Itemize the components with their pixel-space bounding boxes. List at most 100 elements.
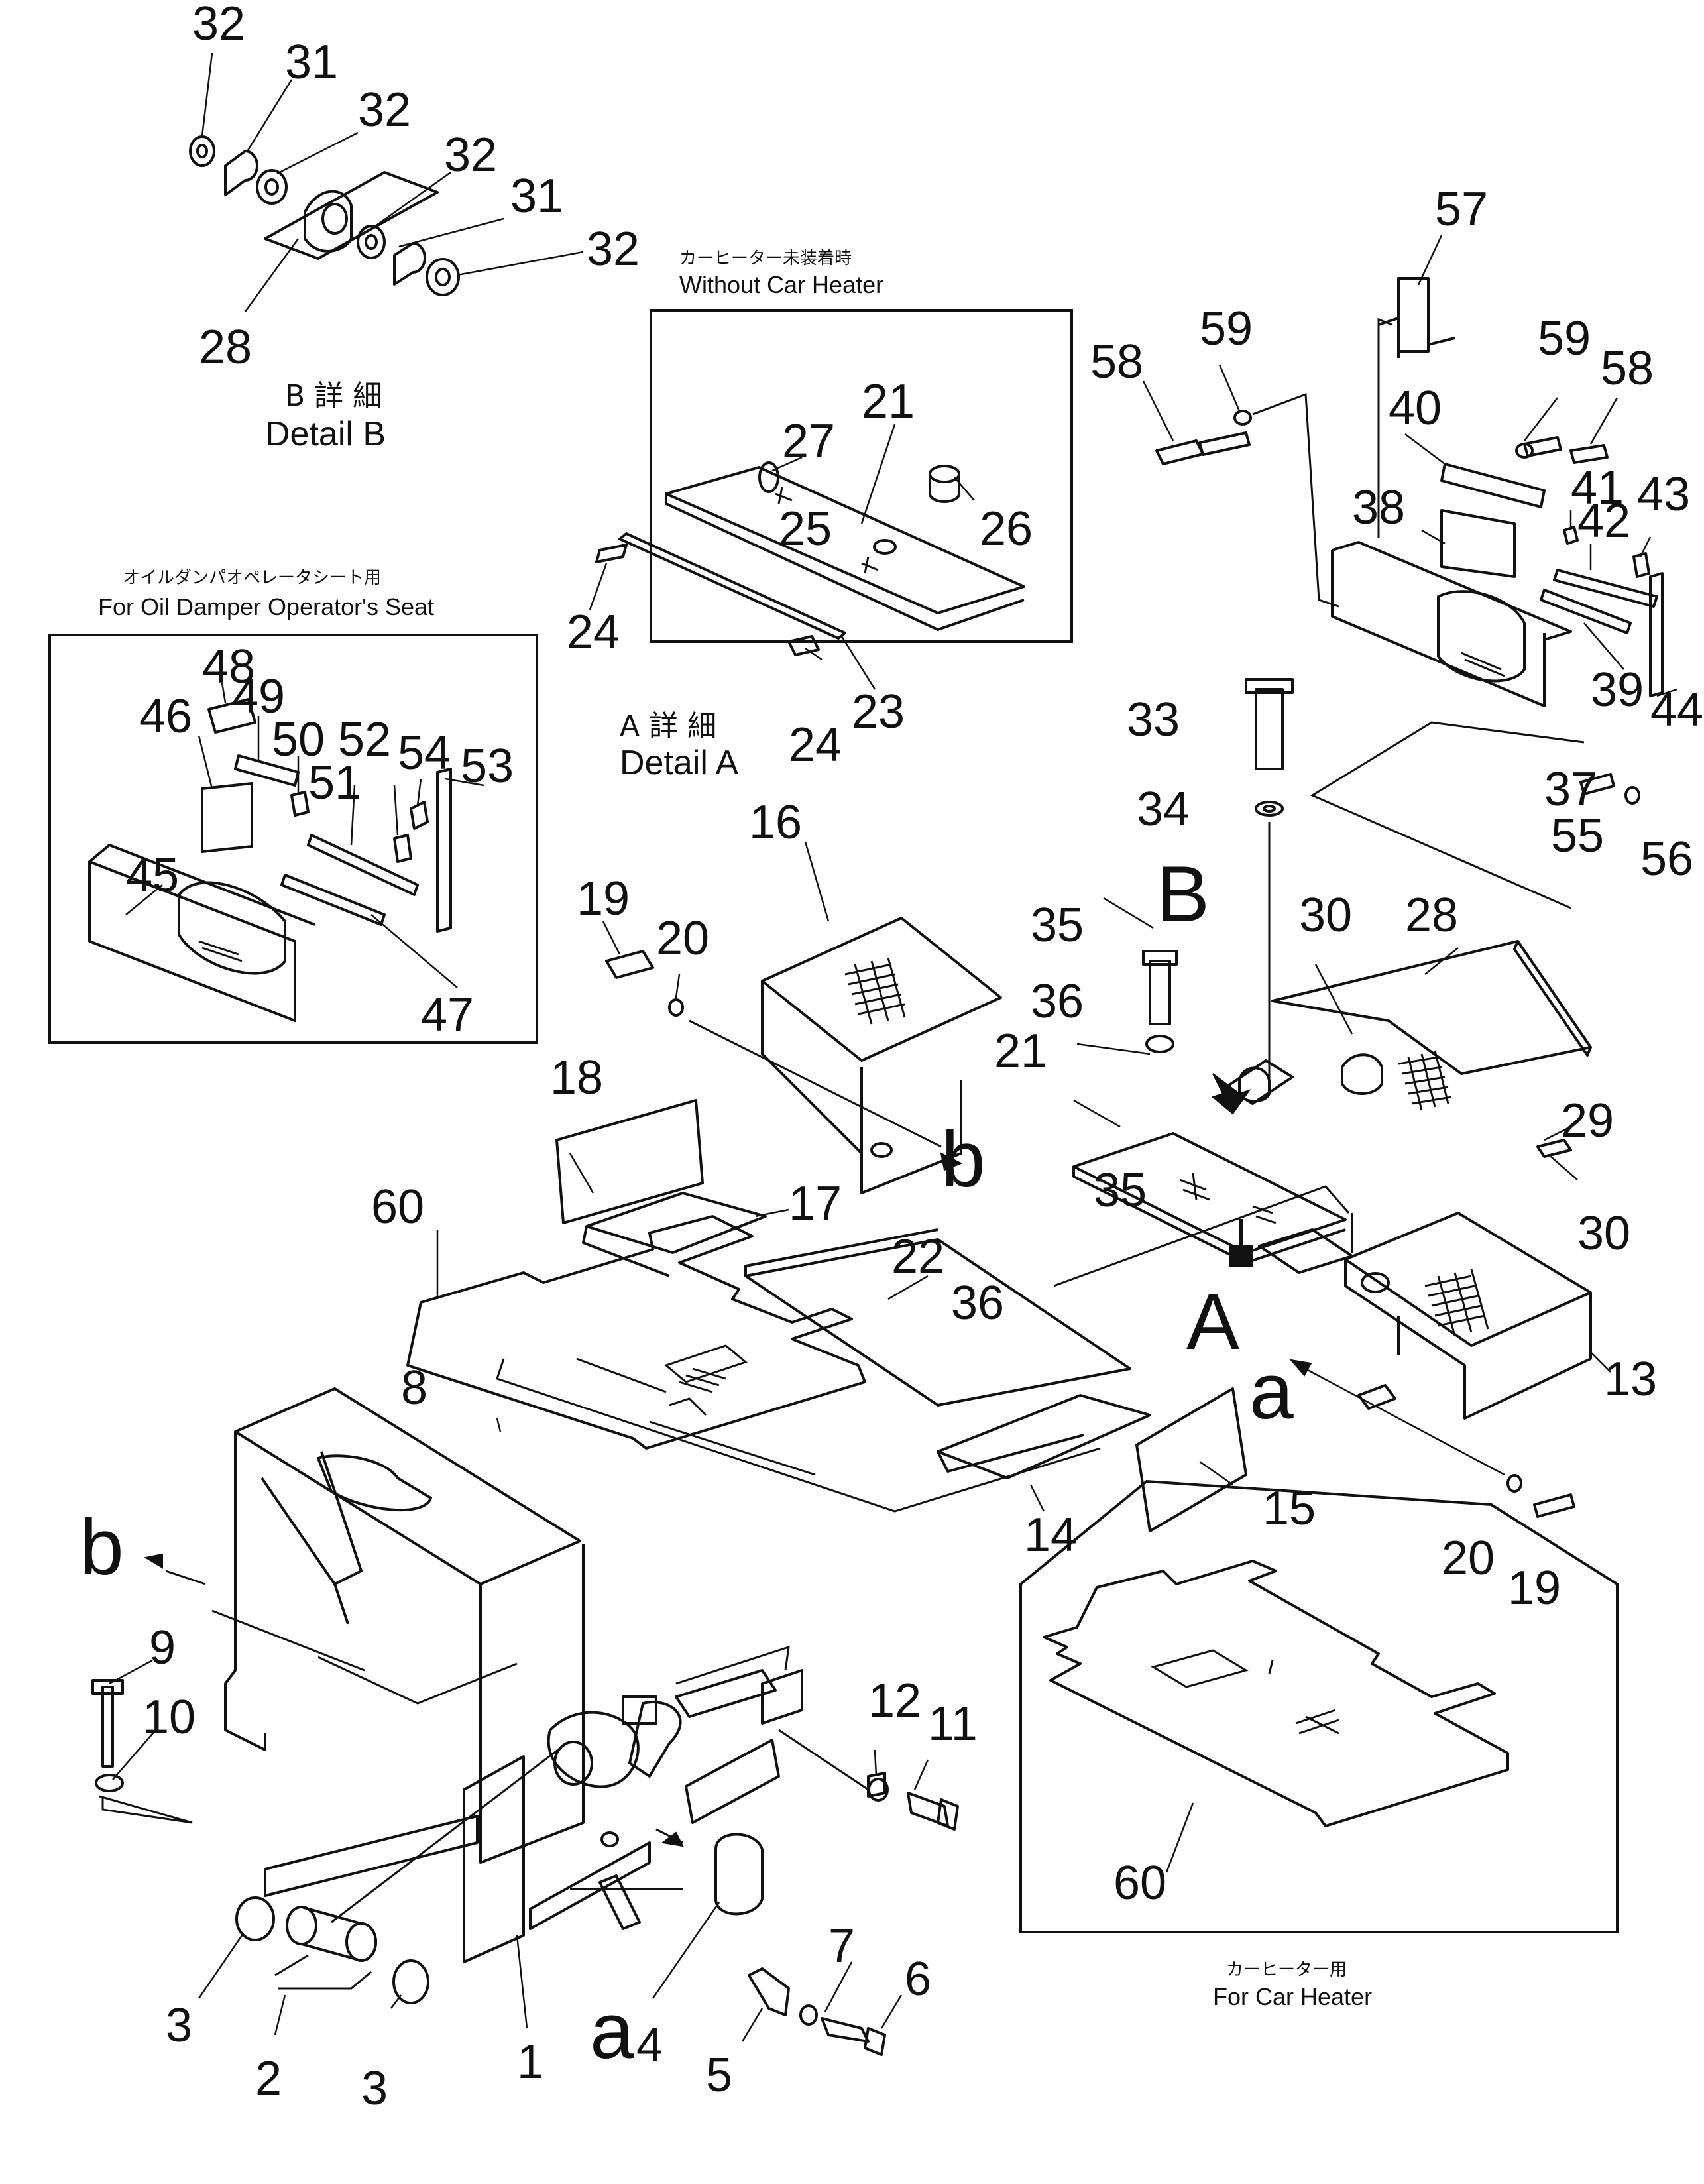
label-3-a: 3	[166, 1999, 192, 2052]
detail-b-caption-en: Detail B	[265, 415, 386, 453]
detail-b-caption-ja: B 詳 細	[285, 379, 382, 413]
label-37: 37	[1544, 763, 1597, 816]
detail-a-caption-ja: A 詳 細	[620, 709, 716, 743]
label-21-b: 21	[994, 1025, 1047, 1078]
seat-stand-frame-group: 8 b 9 10 12 11 3 2 3 1 a 4 5 7 6	[80, 1361, 978, 2115]
marker-a-right: a	[1249, 1347, 1294, 1436]
car-heater-box	[1019, 1479, 1619, 1933]
label-31-b: 31	[510, 170, 563, 223]
label-20-a: 20	[656, 912, 709, 965]
label-49: 49	[232, 670, 285, 723]
heater-grille-13	[1424, 1269, 1489, 1336]
label-41: 41	[1571, 461, 1624, 514]
label-5: 5	[706, 2049, 732, 2102]
label-57: 57	[1435, 183, 1488, 236]
marker-a-left: a	[590, 1986, 634, 2075]
label-4: 4	[636, 2019, 663, 2072]
label-51: 51	[308, 756, 361, 809]
label-55: 55	[1551, 809, 1604, 862]
label-36-b: 36	[951, 1277, 1004, 1330]
label-34: 34	[1137, 783, 1190, 836]
label-10: 10	[142, 1691, 196, 1744]
label-38: 38	[1352, 481, 1405, 534]
without-heater-caption-ja: カーヒーター未装着時	[679, 249, 852, 268]
label-35-b: 35	[1094, 1164, 1147, 1217]
label-9: 9	[149, 1621, 176, 1674]
heater-cover-group: 13 a 20 19	[1249, 1212, 1657, 1615]
marker-b-right: b	[941, 1115, 986, 1204]
label-22: 22	[891, 1230, 944, 1283]
label-23: 23	[852, 685, 905, 738]
label-28-b: 28	[1405, 889, 1458, 942]
label-44: 44	[1650, 683, 1703, 736]
label-45: 45	[126, 849, 179, 902]
marker-A: A	[1186, 1277, 1239, 1366]
label-26: 26	[980, 502, 1033, 555]
label-33: 33	[1127, 693, 1180, 746]
car-heater-caption-ja: カーヒーター用	[1226, 1960, 1347, 1980]
label-52: 52	[338, 713, 391, 766]
label-27: 27	[782, 415, 835, 468]
label-53: 53	[461, 740, 514, 793]
label-19-a: 19	[577, 872, 630, 925]
label-32-a: 32	[192, 0, 245, 50]
label-12: 12	[868, 1674, 921, 1727]
label-21-a: 21	[862, 375, 915, 428]
label-1: 1	[517, 2036, 543, 2089]
label-19-b: 19	[1508, 1562, 1561, 1615]
label-32-c: 32	[444, 129, 497, 182]
label-8: 8	[401, 1361, 427, 1414]
label-25: 25	[779, 502, 832, 555]
marker-B: B	[1157, 850, 1210, 939]
label-59-a: 59	[1200, 302, 1253, 355]
center-floor-group: 33 34 B 35 36 30 28 21 29 30 35 36 A	[951, 678, 1630, 1366]
oil-damper-group: オイルダンパオペレータシート用 For Oil Damper Operator'…	[48, 568, 538, 1044]
label-31-a: 31	[285, 36, 338, 89]
label-16: 16	[749, 796, 802, 849]
label-60-b: 60	[1113, 1857, 1166, 1910]
label-54: 54	[398, 726, 451, 779]
label-30-a: 30	[1299, 889, 1352, 942]
label-3-b: 3	[361, 2062, 388, 2115]
detail-a-group: カーヒーター未装着時 Without Car Heater 27 21 25 2…	[567, 249, 1073, 782]
label-46: 46	[139, 690, 192, 743]
label-35-a: 35	[1031, 899, 1084, 952]
floor-grille-28	[1398, 1050, 1452, 1111]
label-43: 43	[1637, 468, 1690, 521]
label-59-b: 59	[1538, 312, 1591, 365]
label-13: 13	[1604, 1353, 1657, 1406]
label-11: 11	[928, 1697, 978, 1751]
label-58-a: 58	[1090, 335, 1143, 388]
label-39: 39	[1591, 663, 1644, 717]
label-6: 6	[905, 1953, 931, 2006]
oil-damper-box	[48, 634, 538, 1044]
detail-b-group: 32 31 32 32 31 32 28 B 詳 細 Detail B	[189, 0, 640, 453]
label-40: 40	[1389, 382, 1442, 435]
label-24-a: 24	[567, 606, 620, 659]
label-7: 7	[828, 1920, 855, 1973]
label-36-a: 36	[1031, 975, 1084, 1028]
car-heater-group: 60 カーヒーター用 For Car Heater	[1019, 1479, 1619, 2010]
oil-damper-caption-en: For Oil Damper Operator's Seat	[98, 593, 434, 620]
label-14: 14	[1024, 1509, 1077, 1562]
label-20-b: 20	[1442, 1532, 1495, 1585]
right-panel-group: 57 59 58 59 58 40 38 41 42 43 39 44 37 5…	[1090, 183, 1703, 909]
label-29: 29	[1561, 1094, 1614, 1147]
label-60-a: 60	[371, 1180, 424, 1234]
label-2: 2	[255, 2052, 282, 2105]
label-48: 48	[202, 640, 255, 693]
label-30-b: 30	[1577, 1207, 1630, 1260]
label-28-a: 28	[199, 321, 252, 374]
label-24-b: 24	[789, 718, 842, 772]
oil-damper-caption-ja: オイルダンパオペレータシート用	[123, 568, 381, 588]
label-58-b: 58	[1601, 342, 1654, 395]
marker-b-left: b	[80, 1503, 124, 1591]
label-17: 17	[789, 1177, 842, 1230]
label-56: 56	[1640, 833, 1693, 886]
label-32-b: 32	[358, 84, 411, 137]
label-18: 18	[550, 1051, 603, 1104]
label-50: 50	[272, 713, 325, 766]
label-47: 47	[421, 988, 474, 1041]
label-42: 42	[1577, 494, 1630, 547]
